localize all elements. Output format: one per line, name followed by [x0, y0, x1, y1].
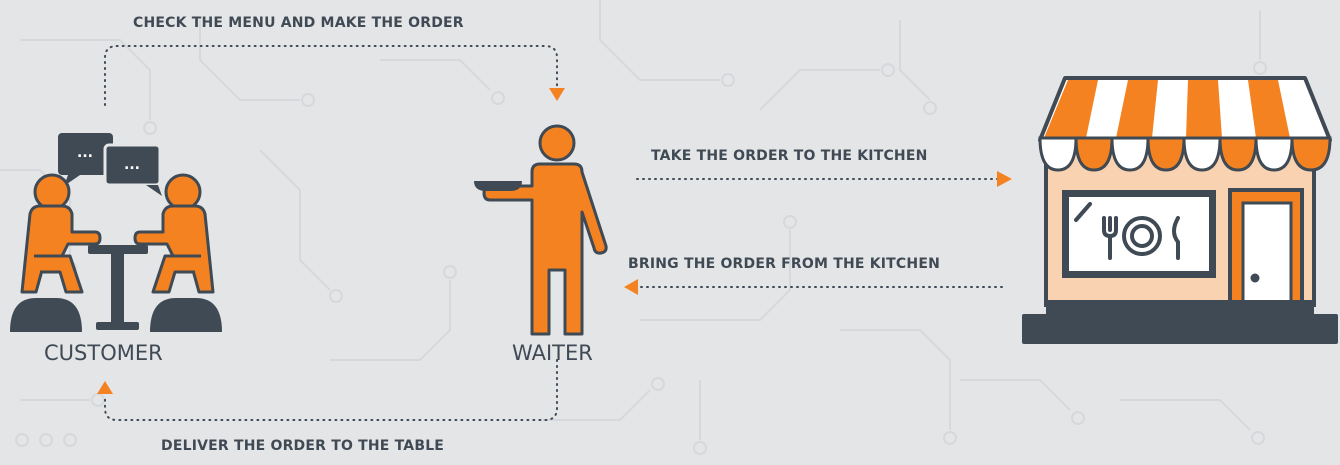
order-flow-line [104, 45, 558, 106]
speech-bubble-right-icon: ... [103, 143, 162, 196]
customer-label: CUSTOMER [44, 341, 163, 365]
from-kitchen-arrowhead [624, 279, 638, 295]
tray-icon [474, 181, 522, 191]
step-to-kitchen-label: TAKE THE ORDER TO THE KITCHEN [651, 148, 928, 164]
deliver-arrowhead [97, 381, 113, 394]
deliver-flow-line [104, 359, 558, 421]
svg-text:...: ... [124, 157, 140, 173]
speech-bubble-left-icon: ... [58, 133, 113, 186]
waiter-label: WAITER [512, 341, 593, 365]
order-arrowhead [549, 88, 565, 101]
plate-cutlery-icon [1102, 216, 1180, 260]
svg-text:...: ... [77, 145, 93, 161]
step-order-label: CHECK THE MENU AND MAKE THE ORDER [133, 15, 464, 31]
waiter-tray-icon [474, 124, 608, 336]
step-deliver-label: DELIVER THE ORDER TO THE TABLE [161, 438, 445, 454]
restaurant-storefront-icon [1022, 76, 1338, 344]
to-kitchen-arrowhead [997, 171, 1012, 187]
customers-table-chat-icon: ... ... [10, 133, 222, 332]
step-from-kitchen-label: BRING THE ORDER FROM THE KITCHEN [628, 256, 941, 272]
